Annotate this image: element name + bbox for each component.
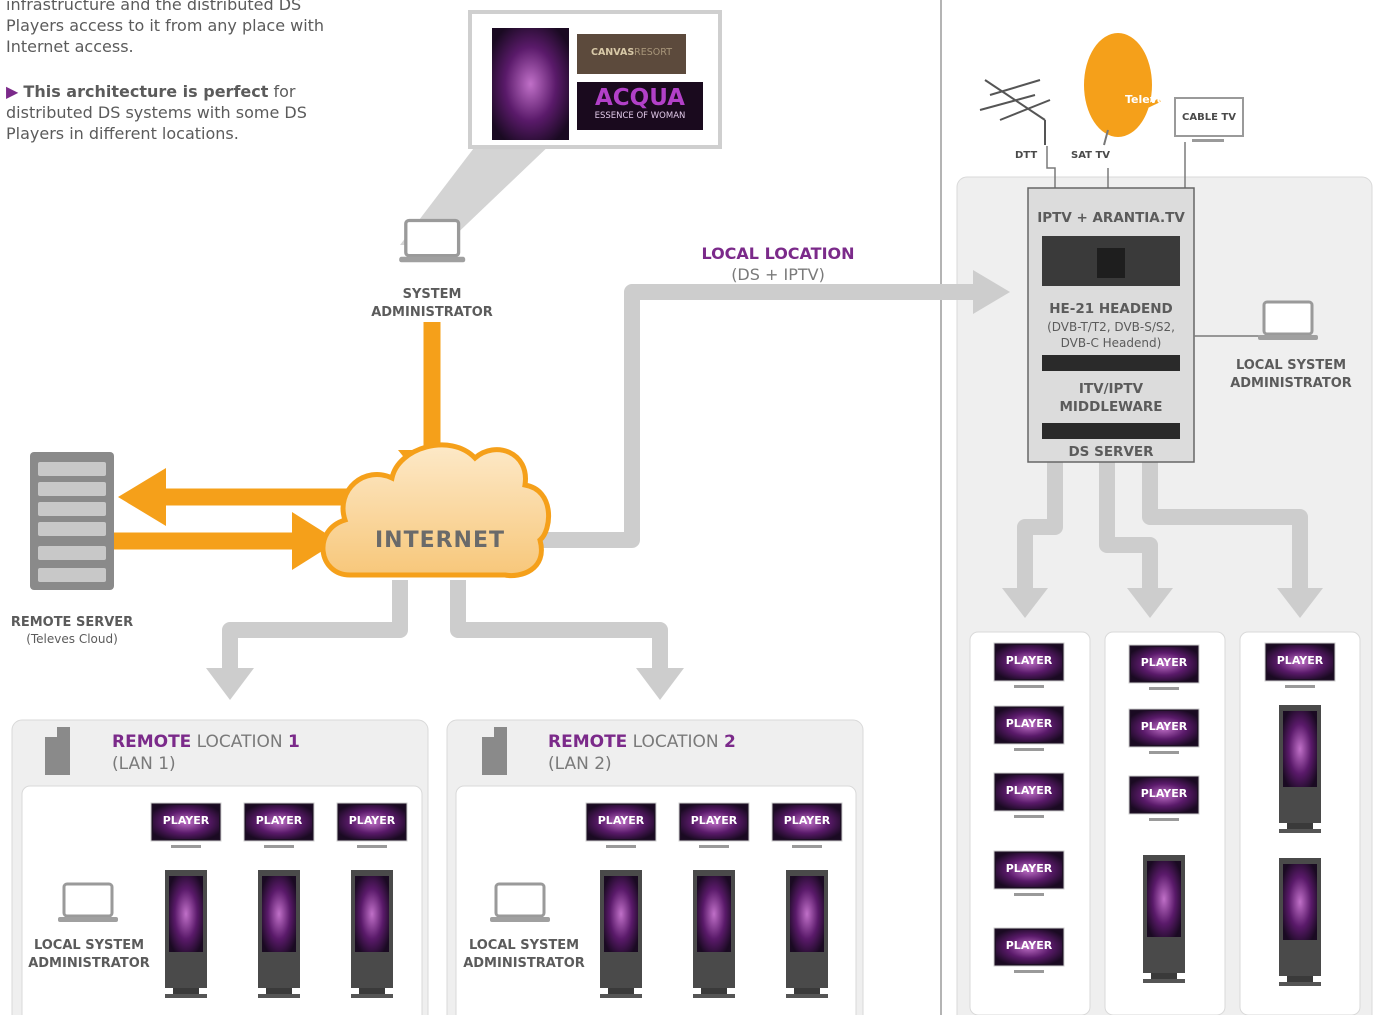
acqua-subtitle: ESSENCE OF WOMAN (594, 111, 686, 121)
remote1-totem-3 (351, 870, 393, 998)
intro-line-1: infrastructure and the distributed DS (6, 0, 302, 14)
system-admin-laptop (397, 218, 467, 264)
player-label: PLAYER (255, 814, 303, 827)
grey-arrowheads (206, 270, 1323, 700)
sat-dish-icon (1084, 33, 1161, 146)
local3-totem-1 (1279, 705, 1321, 833)
dtt-label: DTT (1015, 150, 1038, 161)
local-admin-laptop (1256, 300, 1320, 342)
acqua-logo (577, 82, 703, 130)
intro-paragraph: infrastructure and the distributed DS Pl… (6, 0, 356, 57)
intro-bullet: ▶ This architecture is perfect for distr… (6, 81, 356, 144)
player-label: PLAYER (162, 814, 210, 827)
player-label: PLAYER (1140, 720, 1188, 733)
remote-location-1-title: REMOTE LOCATION 1 (112, 732, 300, 752)
remote2-totem-1 (600, 870, 642, 998)
remote2-totem-2 (693, 870, 735, 998)
he21-sub-1: (DVB-T/T2, DVB-S/S2, (1047, 320, 1175, 334)
local-location-subtitle: (DS + IPTV) (731, 265, 825, 284)
bullet-strong: This architecture is perfect (23, 82, 269, 101)
local2-totem-1 (1143, 855, 1185, 983)
internet-label: INTERNET (374, 528, 506, 553)
televes-brand: Televes (1125, 93, 1171, 106)
remote-location-1-lan: (LAN 1) (112, 754, 176, 774)
middleware-label-2: MIDDLEWARE (1059, 399, 1163, 415)
grey-connections (222, 284, 1308, 675)
local3-totem-2 (1279, 858, 1321, 986)
iptv-arantia-label: IPTV + ARANTIA.TV (1037, 210, 1185, 226)
bullet-triangle-icon: ▶ (6, 82, 19, 101)
player-label: PLAYER (1005, 717, 1053, 730)
antenna-cables (1046, 142, 1186, 190)
sat-tv-label: SAT TV (1071, 150, 1111, 161)
player-label: PLAYER (1140, 656, 1188, 669)
he21-sub-2: DVB-C Headend) (1060, 336, 1162, 350)
cable-tv-label: CABLE TV (1182, 112, 1236, 123)
remote1-totem-2 (258, 870, 300, 998)
headend-rack (1027, 187, 1195, 463)
middleware-label-1: ITV/IPTV (1078, 381, 1144, 397)
right-arrowhead (292, 512, 338, 570)
preview-image (492, 28, 569, 140)
player-label: PLAYER (690, 814, 738, 827)
intro-line-2: Players access to it from any place with (6, 16, 325, 35)
canvas-resort-text: CANVASRESORT (590, 47, 672, 58)
remote-location-2-title: REMOTE LOCATION 2 (548, 732, 736, 752)
remote2-totem-3 (786, 870, 828, 998)
player-label: PLAYER (1005, 862, 1053, 875)
bullet-line-3: Players in different locations. (6, 124, 239, 143)
player-label: PLAYER (1005, 939, 1053, 952)
middleware-device (1042, 355, 1180, 371)
bullet-rest: for (268, 82, 296, 101)
remote-server-sublabel: (Televes Cloud) (26, 632, 118, 646)
dtt-antenna-icon (979, 79, 1051, 145)
player-label: PLAYER (783, 814, 831, 827)
cable-tv-icon (1174, 97, 1244, 142)
player-label: PLAYER (1005, 784, 1053, 797)
remote-location-2-lan: (LAN 2) (548, 754, 612, 774)
remote2-admin-laptop (488, 882, 552, 924)
player-label: PLAYER (1140, 787, 1188, 800)
player-label: PLAYER (1005, 654, 1053, 667)
left-arrowhead (118, 468, 166, 526)
building-icon-2 (482, 727, 507, 775)
he21-headend-label: HE-21 HEADEND (1049, 301, 1173, 317)
player-label: PLAYER (597, 814, 645, 827)
remote1-admin-laptop (56, 882, 120, 924)
ds-server-label: DS SERVER (1068, 444, 1154, 460)
bullet-line-2: distributed DS systems with some DS (6, 103, 307, 122)
player-label: PLAYER (348, 814, 396, 827)
ds-server-device (1042, 423, 1180, 439)
remote-server-icon (30, 452, 114, 590)
player-label: PLAYER (1276, 654, 1324, 667)
acqua-title: ACQUA (594, 85, 685, 111)
intro-line-3: Internet access. (6, 37, 134, 56)
remote-server-label: REMOTE SERVER (10, 615, 134, 630)
local-location-title: LOCAL LOCATION (701, 244, 855, 263)
building-icon-1 (45, 727, 70, 775)
remote1-totem-1 (165, 870, 207, 998)
internet-cloud (320, 442, 552, 579)
canvas-resort-logo (577, 34, 686, 74)
callout-beam (400, 140, 555, 245)
